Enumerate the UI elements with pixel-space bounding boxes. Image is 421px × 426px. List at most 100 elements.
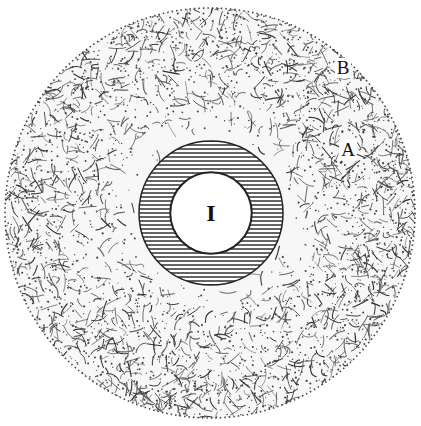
stipple-dot [34, 252, 35, 253]
fiber-stroke [331, 361, 334, 378]
fiber-stroke [382, 198, 384, 215]
stipple-dot [124, 373, 125, 374]
fiber-stroke [71, 155, 79, 159]
fiber-stroke [95, 139, 99, 151]
fiber-stroke [11, 202, 18, 218]
fiber-stroke [51, 115, 56, 121]
stipple-dot [82, 58, 84, 60]
stipple-dot [319, 84, 320, 85]
fiber-stroke [301, 300, 304, 311]
fiber-stroke [291, 171, 303, 177]
fiber-stroke [383, 233, 388, 238]
stipple-dot [74, 169, 76, 171]
stipple-dot [120, 368, 121, 369]
stipple-dot [355, 88, 357, 90]
fiber-stroke [24, 224, 29, 238]
fiber-stroke [199, 406, 212, 411]
stipple-dot [143, 357, 145, 359]
stipple-dot [130, 233, 132, 235]
fiber-stroke [110, 103, 121, 109]
fiber-stroke [318, 226, 327, 235]
fiber-stroke [274, 150, 284, 156]
stipple-dot [98, 117, 100, 119]
stipple-dot [243, 18, 245, 20]
fiber-stroke [95, 329, 101, 339]
stipple-dot [306, 104, 308, 106]
fiber-stroke [304, 41, 314, 44]
fiber-stroke [279, 271, 294, 275]
fiber-stroke [176, 63, 186, 65]
fiber-stroke [240, 36, 242, 44]
fiber-stroke [302, 127, 308, 138]
fiber-stroke [385, 183, 389, 193]
fiber-stroke [41, 150, 44, 157]
fiber-stroke [261, 300, 270, 301]
stipple-dot [358, 207, 360, 209]
stipple-dot [200, 385, 202, 387]
stipple-dot [188, 79, 190, 81]
fiber-stroke [219, 11, 223, 25]
fiber-stroke [410, 275, 418, 280]
fiber-stroke [218, 93, 223, 105]
fiber-stroke [368, 112, 374, 120]
fiber-stroke [231, 48, 240, 60]
fiber-stroke [353, 71, 354, 79]
stipple-dot [168, 356, 170, 358]
fiber-stroke [152, 25, 155, 33]
fiber-stroke [403, 246, 410, 254]
fiber-stroke [261, 358, 273, 369]
stipple-dot [320, 249, 322, 251]
stipple-dot [378, 171, 380, 173]
fiber-stroke [312, 126, 319, 130]
stipple-dot [21, 154, 22, 155]
fiber-stroke [174, 96, 184, 105]
stipple-dot [315, 307, 316, 308]
fiber-stroke [45, 242, 53, 251]
fiber-stroke [297, 155, 300, 170]
fiber-stroke [322, 369, 328, 376]
stipple-dot [129, 315, 131, 317]
fiber-stroke [286, 312, 288, 325]
stipple-dot [384, 207, 385, 208]
fiber-stroke [343, 363, 349, 365]
fiber-stroke [119, 327, 126, 334]
stipple-dot [194, 389, 195, 390]
fiber-stroke [236, 92, 246, 98]
stipple-dot [307, 87, 308, 88]
fiber-stroke [26, 295, 43, 297]
stipple-dot [13, 261, 14, 262]
fiber-stroke [259, 127, 263, 134]
fiber-stroke [115, 289, 125, 292]
stipple-dot [135, 372, 137, 374]
fiber-stroke [56, 277, 59, 283]
stipple-dot [80, 88, 82, 90]
fiber-stroke [232, 93, 235, 99]
fiber-stroke [253, 47, 260, 49]
fiber-stroke [24, 316, 29, 321]
stipple-dot [100, 81, 102, 83]
fiber-stroke [409, 217, 414, 222]
fiber-stroke [97, 314, 108, 323]
fiber-stroke [13, 216, 19, 232]
stipple-dot [169, 94, 171, 96]
fiber-stroke [143, 284, 145, 290]
fiber-stroke [70, 324, 85, 331]
fiber-stroke [303, 204, 312, 212]
fiber-stroke [300, 104, 301, 112]
fiber-stroke [364, 117, 379, 121]
fiber-stroke [163, 392, 177, 395]
fiber-stroke [196, 31, 202, 40]
fiber-stroke [259, 33, 276, 38]
stipple-dot [175, 70, 177, 72]
fiber-stroke [130, 386, 138, 402]
stipple-dot [269, 297, 271, 299]
fiber-stroke [148, 323, 157, 336]
fiber-stroke [99, 96, 109, 105]
stipple-dot [138, 336, 139, 337]
stipple-dot [244, 328, 245, 329]
fiber-stroke [81, 50, 88, 52]
fiber-stroke [86, 79, 88, 87]
stipple-dot [323, 373, 325, 375]
fiber-stroke [96, 223, 110, 230]
stipple-dot [142, 362, 144, 364]
